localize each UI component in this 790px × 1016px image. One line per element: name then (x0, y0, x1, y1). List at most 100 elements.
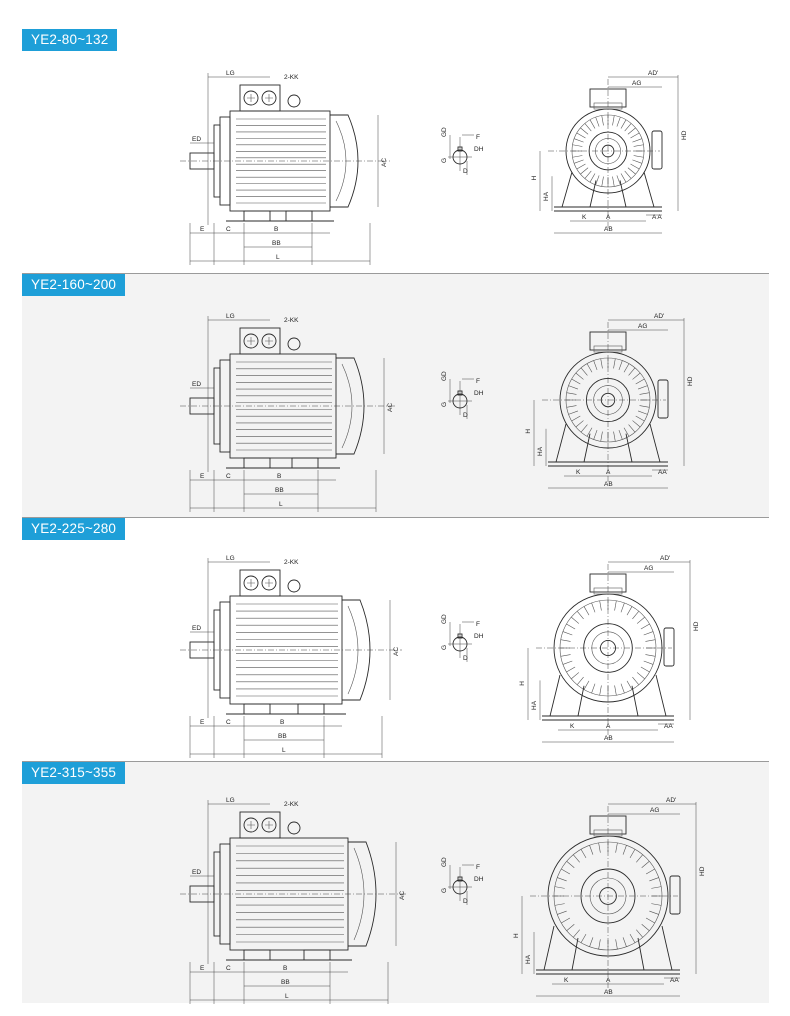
label-ab: AB (604, 989, 613, 996)
label-aa: AA (670, 977, 679, 984)
label-dh: DH (474, 876, 484, 883)
label-a: A (606, 214, 611, 221)
label-dh: DH (474, 633, 484, 640)
label-l: L (279, 501, 283, 508)
label-f: F (476, 378, 480, 385)
label-ab: AB (604, 226, 613, 233)
label-bb: BB (278, 733, 287, 740)
label-e: E (200, 473, 205, 480)
label-ha: HA (537, 446, 544, 456)
label-ha: HA (531, 700, 538, 710)
label-2-kk: 2-KK (284, 317, 299, 324)
label-a: A (606, 723, 611, 730)
label-ed: ED (192, 381, 201, 388)
label-ad: AD' (660, 555, 670, 562)
front-view-drawing: AD' AG HD H HA K A A A AB (531, 70, 688, 234)
label-b: B (280, 719, 284, 726)
label-aa: AA (664, 723, 673, 730)
label-b: B (283, 965, 287, 972)
label-aa: AA (658, 469, 667, 476)
label-b: B (277, 473, 281, 480)
label-c: C (226, 965, 231, 972)
label-ad: AD' (666, 797, 676, 804)
label-a: A (606, 977, 611, 984)
label-ab: AB (604, 481, 613, 488)
label-hd: HD (681, 130, 688, 140)
label-gd: GD (441, 371, 448, 381)
label-lg: LG (226, 313, 235, 320)
label-ha: HA (525, 954, 532, 964)
label-hd: HD (687, 376, 694, 386)
label-bb: BB (275, 487, 284, 494)
section-title-tab: YE2-225~280 (22, 518, 126, 540)
label-ac: AC (393, 647, 400, 656)
section-title-tab: YE2-80~132 (22, 29, 118, 51)
label-g: G (441, 402, 448, 407)
label-lg: LG (226, 555, 235, 562)
label-aa: A A (652, 214, 662, 221)
label-ad: AD' (654, 313, 664, 320)
label-f: F (476, 621, 480, 628)
label-d: D (463, 412, 468, 419)
label-g: G (441, 888, 448, 893)
section-title-tab: YE2-315~355 (22, 762, 126, 784)
label-k: K (576, 469, 581, 476)
label-ad: AD' (648, 70, 658, 77)
label-f: F (476, 134, 480, 141)
section-title-tab: YE2-160~200 (22, 274, 126, 296)
label-d: D (463, 655, 468, 662)
label-ac: AC (399, 891, 406, 900)
label-2-kk: 2-KK (284, 74, 299, 81)
label-c: C (226, 719, 231, 726)
label-ed: ED (192, 136, 201, 143)
label-a: A (606, 469, 611, 476)
label-c: C (226, 226, 231, 233)
label-dh: DH (474, 390, 484, 397)
label-d: D (463, 898, 468, 905)
label-2-kk: 2-KK (284, 801, 299, 808)
label-ac: AC (387, 403, 394, 412)
label-c: C (226, 473, 231, 480)
label-e: E (200, 965, 205, 972)
label-h: H (531, 175, 538, 180)
label-bb: BB (281, 979, 290, 986)
label-lg: LG (226, 797, 235, 804)
label-hd: HD (693, 621, 700, 631)
label-ag: AG (650, 807, 659, 814)
label-k: K (582, 214, 587, 221)
label-gd: GD (441, 857, 448, 867)
label-k: K (570, 723, 575, 730)
label-d: D (463, 168, 468, 175)
label-gd: GD (441, 614, 448, 624)
label-h: H (525, 429, 532, 434)
label-b: B (274, 226, 278, 233)
label-dh: DH (474, 146, 484, 153)
label-l: L (276, 254, 280, 261)
label-bb: BB (272, 240, 281, 247)
label-f: F (476, 864, 480, 871)
label-g: G (441, 158, 448, 163)
label-ha: HA (543, 191, 550, 201)
label-hd: HD (699, 866, 706, 876)
label-l: L (285, 993, 289, 1000)
label-2-kk: 2-KK (284, 559, 299, 566)
label-ag: AG (644, 565, 653, 572)
label-h: H (513, 933, 520, 938)
label-ag: AG (632, 80, 641, 87)
